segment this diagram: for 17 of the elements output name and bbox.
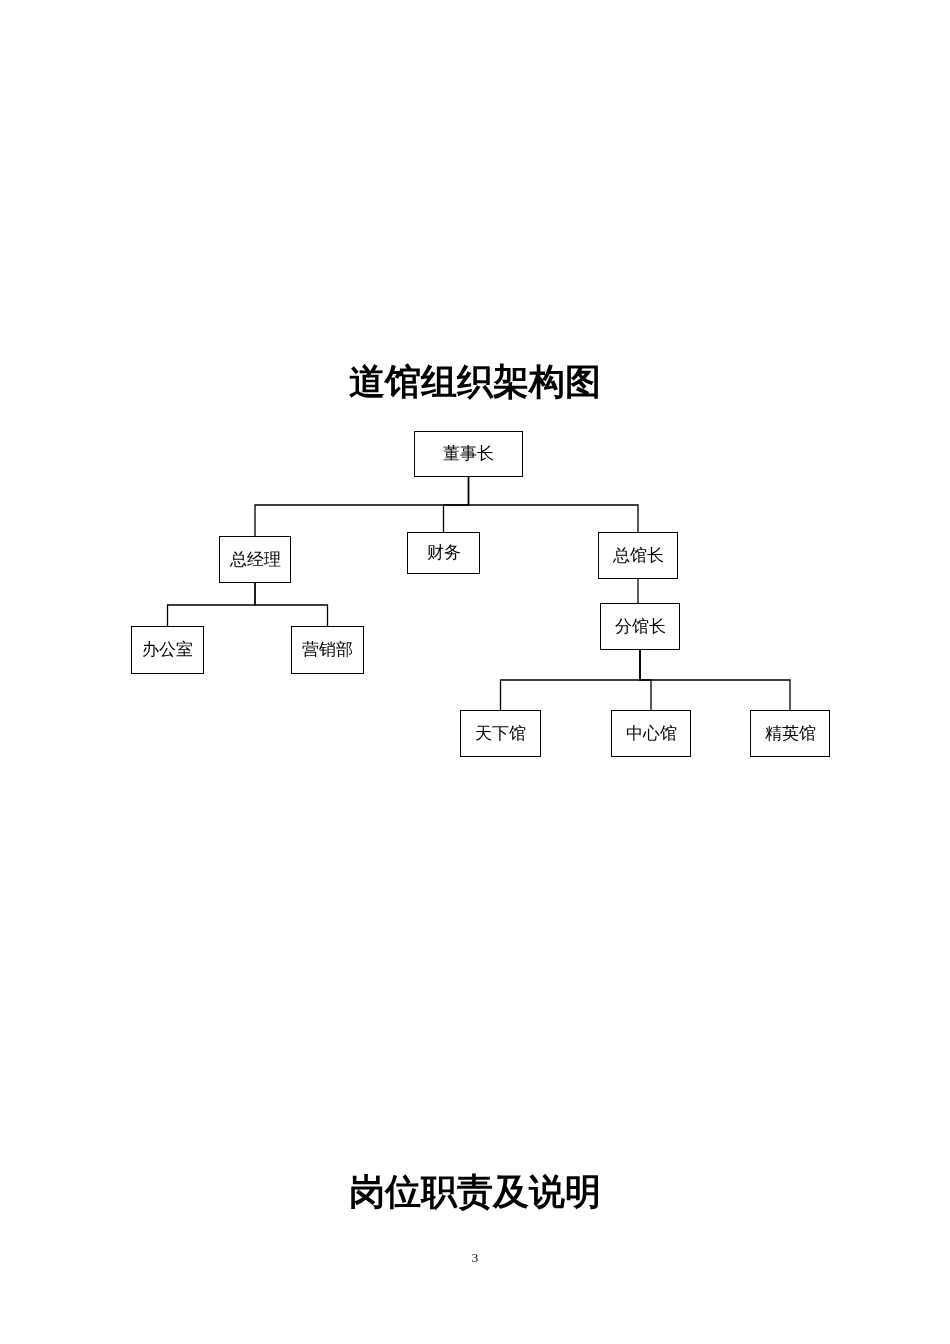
connector-line [254, 582, 329, 627]
org-box: 财务 [407, 532, 480, 574]
org-box: 营销部 [291, 626, 364, 674]
org-box: 中心馆 [611, 710, 691, 757]
connector-line [467, 476, 639, 533]
org-box: 精英馆 [750, 710, 830, 757]
org-box: 总经理 [219, 536, 291, 583]
org-box: 总馆长 [598, 532, 678, 579]
org-box: 办公室 [131, 626, 204, 674]
section-heading: 岗位职责及说明 [348, 1171, 602, 1214]
page-number: 3 [470, 1249, 480, 1267]
connector-line [637, 578, 639, 604]
diagram-title: 道馆组织架构图 [348, 361, 602, 404]
org-box: 董事长 [414, 431, 523, 477]
org-box: 分馆长 [600, 603, 680, 650]
connector-line [639, 649, 791, 711]
org-box: 天下馆 [460, 710, 541, 757]
